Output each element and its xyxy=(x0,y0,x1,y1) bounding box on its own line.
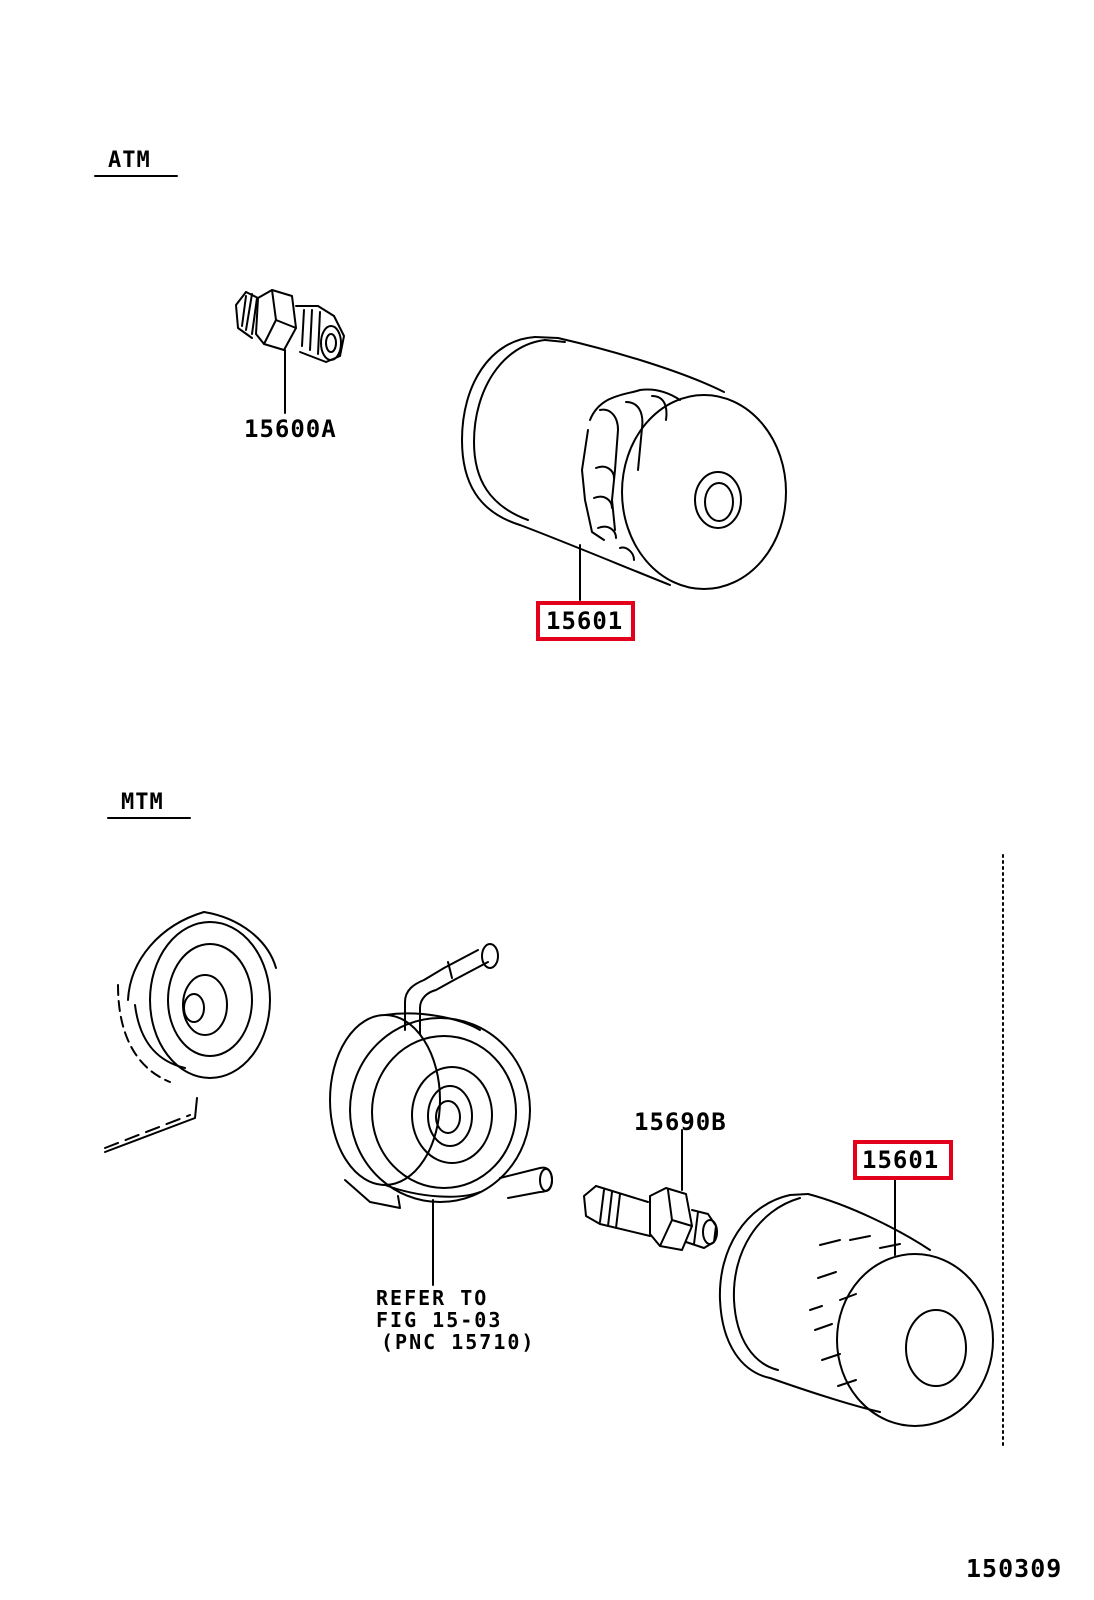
part-number-atm-union-bolt[interactable]: 15600A xyxy=(244,415,337,443)
atm-oil-filter-drawing xyxy=(461,336,787,601)
refer-note-line2: FIG 15-03 xyxy=(376,1308,503,1332)
mtm-section-label: MTM xyxy=(121,790,164,815)
highlight-atm-oil-filter[interactable] xyxy=(536,601,635,641)
mtm-oil-filter-drawing xyxy=(718,1179,994,1427)
part-number-atm-oil-filter[interactable]: 15601 xyxy=(546,607,624,635)
atm-union-bolt-drawing xyxy=(235,289,345,414)
engine-block-drawing xyxy=(104,911,277,1153)
part-number-mtm-oil-filter[interactable]: 15601 xyxy=(862,1146,940,1174)
part-number-mtm-union-bolt[interactable]: 15690B xyxy=(634,1108,727,1136)
refer-note-line1: REFER TO xyxy=(376,1286,489,1310)
illustration-code: 150309 xyxy=(966,1554,1063,1583)
highlight-mtm-oil-filter[interactable] xyxy=(853,1140,953,1180)
mtm-union-bolt-drawing xyxy=(583,1129,718,1251)
oil-cooler-drawing xyxy=(329,943,553,1286)
refer-note-line3: (PNC 15710) xyxy=(381,1330,536,1354)
atm-section-label: ATM xyxy=(108,148,151,173)
